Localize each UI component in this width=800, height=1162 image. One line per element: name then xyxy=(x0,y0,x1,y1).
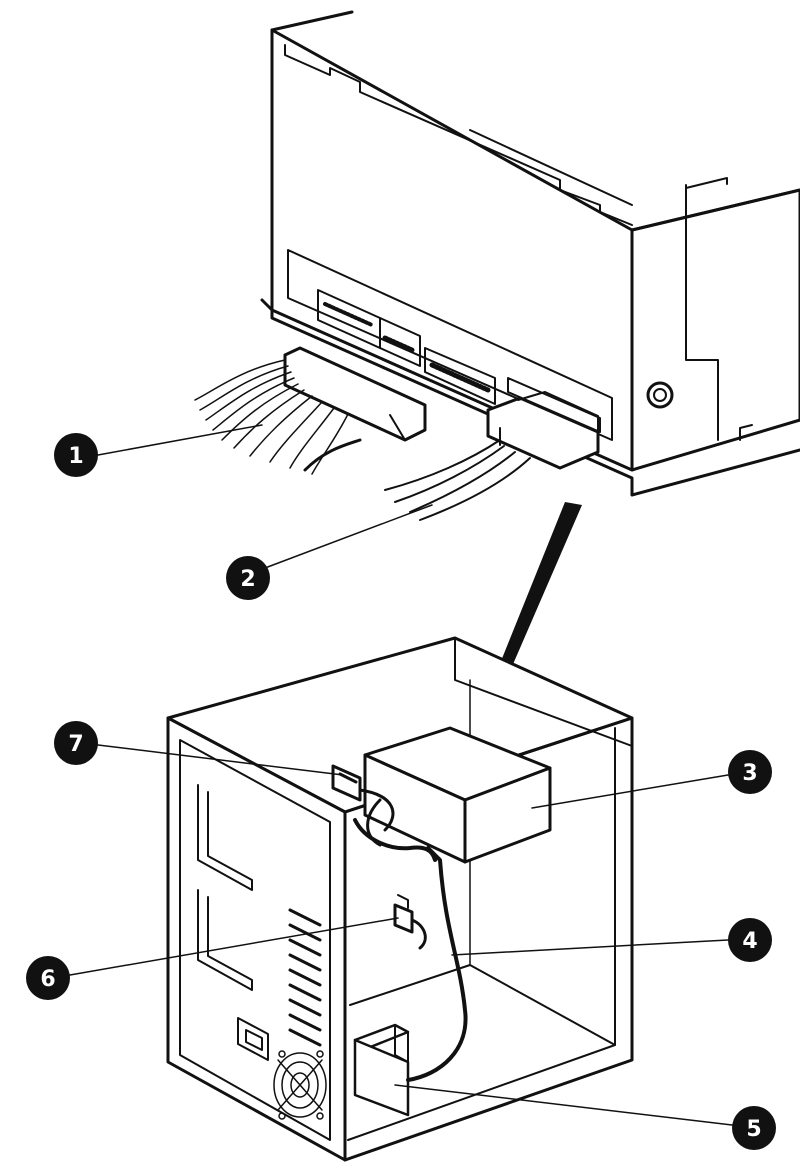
leader-line-3 xyxy=(531,774,729,809)
power-wires xyxy=(384,439,531,521)
case-side-face xyxy=(343,716,634,1162)
internal-power-cable xyxy=(406,846,468,1082)
ribbon-cable-edge-wire xyxy=(303,438,362,472)
ribbon-cable-wires xyxy=(194,359,349,475)
ribbon-cable-connector-lip xyxy=(389,414,406,441)
drive-data-connector-pins xyxy=(323,302,374,327)
power-inlet-icon xyxy=(237,1017,269,1061)
bay-drive-side xyxy=(463,766,552,864)
leader-line-1 xyxy=(97,424,263,456)
svg-text:5: 5 xyxy=(746,1117,761,1142)
internal-data-cable xyxy=(353,818,437,862)
internal-cable-loop xyxy=(358,788,395,847)
drive-top-right-edge xyxy=(630,188,800,232)
svg-text:7: 7 xyxy=(68,732,83,757)
data-ribbon-cable xyxy=(194,346,427,475)
svg-text:2: 2 xyxy=(240,567,255,592)
drive-side-screw-inner xyxy=(653,388,667,402)
case-back-cutout-1 xyxy=(197,784,253,891)
leader-line-6 xyxy=(69,917,399,976)
drive-second-connector xyxy=(424,347,496,405)
svg-text:1: 1 xyxy=(68,444,83,469)
leader-line-7 xyxy=(97,744,344,776)
callout-3: 3 xyxy=(728,750,772,794)
callout-5: 5 xyxy=(732,1106,776,1150)
leader-lines xyxy=(69,424,733,1126)
drive-power-socket xyxy=(507,377,601,433)
drive-connector-panel xyxy=(287,249,613,441)
drive-second-connector-pins xyxy=(429,362,491,393)
callout-4: 4 xyxy=(728,918,772,962)
power-plug xyxy=(486,396,600,470)
drive-side-tab xyxy=(685,177,728,189)
installed-drive-box xyxy=(363,726,552,864)
psu-side xyxy=(394,1024,409,1063)
callout-6: 6 xyxy=(26,956,70,1000)
fan-grille-icon xyxy=(273,1050,327,1120)
svg-text:4: 4 xyxy=(742,929,757,954)
drive-side-screw xyxy=(646,381,674,409)
drive-jumper-block xyxy=(379,317,421,367)
callout-7: 7 xyxy=(54,721,98,765)
drive-jumper-pins xyxy=(382,335,415,353)
drive-seam-line-2 xyxy=(469,129,633,206)
psu-front xyxy=(353,1038,410,1117)
internal-connector xyxy=(393,894,414,934)
svg-text:6: 6 xyxy=(40,967,55,992)
expansion-slots xyxy=(288,908,322,1047)
drive-seam-line xyxy=(284,44,633,226)
drive-side-face xyxy=(630,188,800,472)
internal-cables xyxy=(353,788,468,1082)
ribbon-cable-connector xyxy=(283,346,427,442)
power-cable xyxy=(384,391,600,521)
leader-line-5 xyxy=(394,1084,733,1126)
svg-text:3: 3 xyxy=(742,761,757,786)
leader-line-4 xyxy=(451,939,729,956)
leader-line-2 xyxy=(264,504,433,569)
tape-drive xyxy=(260,10,800,497)
drive-side-rib xyxy=(685,184,719,441)
drive-bottom-bezel xyxy=(260,298,800,497)
case-back-inner-border xyxy=(179,739,331,1141)
callout-2: 2 xyxy=(226,556,270,600)
case-back-cutout-2 xyxy=(197,889,253,991)
internal-cable-short xyxy=(410,918,427,950)
drive-side-notch xyxy=(739,424,753,441)
drive-top-edge xyxy=(270,10,354,32)
power-plug-top xyxy=(517,391,599,433)
case-interior-frame xyxy=(454,637,633,747)
callout-1: 1 xyxy=(54,433,98,477)
power-supply-unit xyxy=(353,1023,410,1117)
